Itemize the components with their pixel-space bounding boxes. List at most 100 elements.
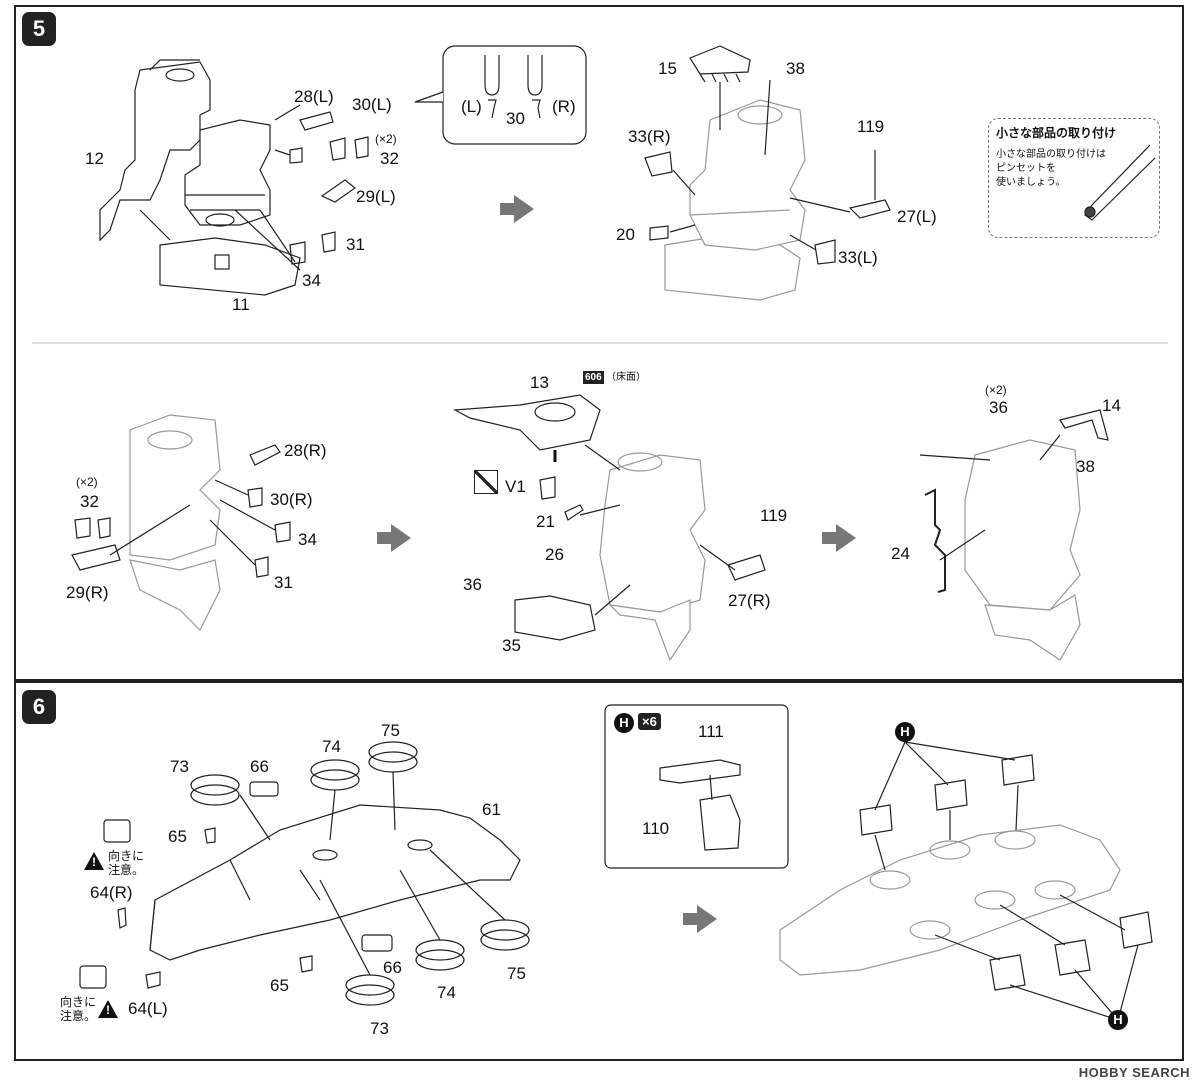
callout-label: (R) <box>552 97 576 116</box>
grille-icons <box>79 819 131 989</box>
part-label: 73 <box>170 757 189 776</box>
part-label: 28(R) <box>284 441 327 460</box>
part-label: 21 <box>536 512 555 531</box>
part-label: 28(L) <box>294 87 334 106</box>
part-label: 75 <box>507 964 526 983</box>
part-label: 26 <box>545 545 564 564</box>
part-label: 34 <box>298 530 317 549</box>
part-label: 111 <box>698 722 724 741</box>
sub-assembly-h-icon: H <box>1108 1010 1128 1030</box>
sub-assembly-h-icon: H <box>895 722 915 742</box>
quantity-label: (×2) <box>985 383 1007 397</box>
tip-box <box>988 118 1160 238</box>
callout-bubble <box>414 45 587 145</box>
turret-part-110-111 <box>659 759 741 851</box>
flow-arrow-stem <box>377 532 391 544</box>
part-label: 66 <box>383 958 402 977</box>
part-label: 66 <box>250 757 269 776</box>
watermark: HOBBY SEARCH <box>1078 1065 1190 1080</box>
caution-note: 注意。 <box>60 1009 97 1023</box>
part-label: 36 <box>463 575 482 594</box>
part-label: 119 <box>760 506 788 525</box>
no-glue-icon <box>474 470 498 494</box>
quantity-label: (×2) <box>375 132 397 146</box>
flow-arrow <box>514 195 534 223</box>
step-number: 5 <box>22 12 56 46</box>
bridge-assembly-d <box>919 409 1109 661</box>
flow-arrow <box>697 905 717 933</box>
part-label: 32 <box>80 492 99 511</box>
warning-icon <box>98 1000 118 1018</box>
paint-code: 606 <box>583 371 604 384</box>
step5-frame <box>14 5 1184 681</box>
part-label: 20 <box>616 225 635 244</box>
flow-arrow-stem <box>822 532 836 544</box>
bridge-assembly-b <box>71 414 291 632</box>
part-label: 31 <box>274 573 293 592</box>
tip-text: ピンセットを <box>996 163 1056 174</box>
part-label: 34 <box>302 271 321 290</box>
caution-note: 向きに <box>60 995 97 1009</box>
part-label: 110 <box>642 819 670 838</box>
part-label: 65 <box>270 976 289 995</box>
part-label: 74 <box>322 737 341 756</box>
flow-arrow-stem <box>500 203 514 215</box>
bridge-part-11 <box>159 119 301 296</box>
quantity-label: (×2) <box>76 475 98 489</box>
part-label: 11 <box>232 295 250 314</box>
part-label: 27(L) <box>897 207 937 226</box>
part-label: 13 <box>530 373 549 392</box>
part-label: 30(L) <box>352 95 392 114</box>
part-label: 12 <box>85 149 104 168</box>
caution-note: 注意。 <box>108 863 145 877</box>
part-label: 38 <box>1076 457 1095 476</box>
part-label: 29(L) <box>356 187 396 206</box>
hull-deck-61 <box>149 804 521 961</box>
sub-assembly-h-icon: H <box>614 713 634 733</box>
part-label: 38 <box>786 59 805 78</box>
caution-note: 向きに <box>108 849 145 863</box>
part-label: 15 <box>658 59 677 78</box>
part-label: 33(R) <box>628 127 671 146</box>
part-label: 24 <box>891 544 910 563</box>
hull-assembly-step6 <box>779 741 1153 1021</box>
step-number: 6 <box>22 690 56 724</box>
part-label: 31 <box>346 235 365 254</box>
part-label: 65 <box>168 827 187 846</box>
flow-arrow <box>391 524 411 552</box>
part-label: 119 <box>857 117 885 136</box>
part-label: 64(R) <box>90 883 133 902</box>
part-label: 33(L) <box>838 248 878 267</box>
small-parts-step5-a <box>139 104 369 271</box>
flow-arrow-stem <box>683 913 697 925</box>
part-label: 35 <box>502 636 521 655</box>
tip-title: 小さな部品の取り付け <box>996 126 1117 140</box>
part-label: 75 <box>381 721 400 740</box>
part-label: 32 <box>380 149 399 168</box>
flow-arrow <box>836 524 856 552</box>
tweezers-icon <box>1084 144 1156 221</box>
callout-label: (L) <box>461 97 482 116</box>
tip-text: 小さな部品の取り付けは <box>996 149 1106 160</box>
quantity-badge: ×6 <box>638 713 661 730</box>
part-label: 27(R) <box>728 591 771 610</box>
inset-box <box>604 704 789 869</box>
warning-icon <box>84 852 104 870</box>
part-label: 73 <box>370 1019 389 1038</box>
part-label: 64(L) <box>128 999 168 1018</box>
paint-note: （床面） <box>606 372 646 383</box>
part-label: 29(R) <box>66 583 109 602</box>
part-label: V1 <box>505 477 526 496</box>
bridge-assembly-c <box>452 394 766 662</box>
callout-label: 30 <box>506 109 525 128</box>
tip-text: 使いましょう。 <box>996 177 1066 188</box>
bridge-part-12 <box>99 59 211 242</box>
part-label: 36 <box>989 398 1008 417</box>
part-label: 61 <box>482 800 501 819</box>
part-label: 30(R) <box>270 490 313 509</box>
part-label: 14 <box>1102 396 1121 415</box>
part-label: 74 <box>437 983 456 1002</box>
turret-rings-step6 <box>117 741 530 1006</box>
step6-frame <box>14 681 1184 1061</box>
